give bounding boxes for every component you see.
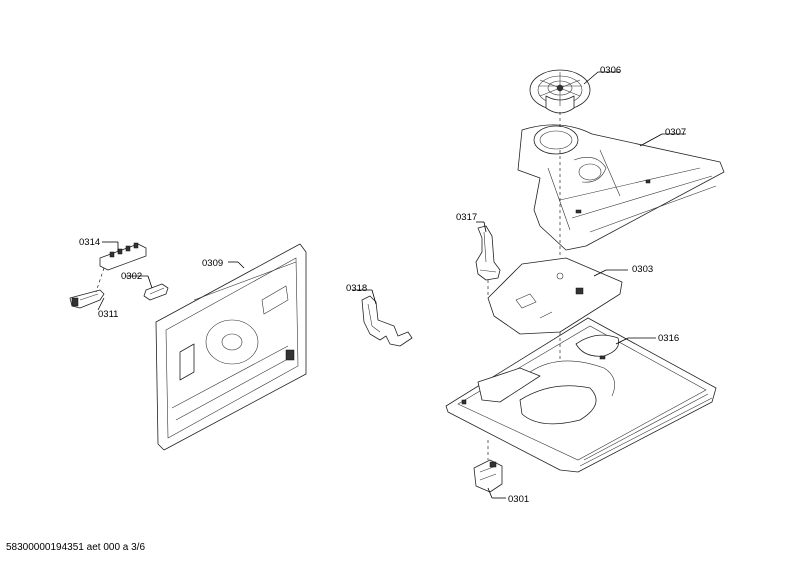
part-0301-connector[interactable] xyxy=(473,459,503,493)
label-0306: 0306 xyxy=(600,65,621,76)
alignment-lines xyxy=(95,112,561,460)
part-0311-sensor[interactable] xyxy=(69,289,105,309)
document-id: 58300000194351 aet 000 a 3/6 xyxy=(6,542,146,553)
part-0316-base-tray[interactable] xyxy=(445,317,717,473)
part-0309-back-panel[interactable] xyxy=(155,243,307,451)
label-0316: 0316 xyxy=(658,333,679,344)
part-0314-terminal-block[interactable] xyxy=(99,242,147,271)
label-0302: 0302 xyxy=(121,271,142,282)
label-0303: 0303 xyxy=(632,264,653,275)
part-0307-upper-duct[interactable] xyxy=(517,124,725,251)
part-0303-plate[interactable] xyxy=(487,257,623,335)
leader-lines xyxy=(97,71,686,499)
label-0301: 0301 xyxy=(508,494,529,505)
label-0317: 0317 xyxy=(456,212,477,223)
part-0317-bracket[interactable] xyxy=(475,225,501,281)
label-0314: 0314 xyxy=(79,237,100,248)
label-0311: 0311 xyxy=(98,309,118,320)
part-0318-side-bracket[interactable] xyxy=(361,295,413,347)
part-0306-fan-wheel[interactable] xyxy=(529,69,591,114)
label-0318: 0318 xyxy=(346,283,367,294)
part-0302-switch[interactable] xyxy=(143,283,169,301)
label-0307: 0307 xyxy=(665,127,686,138)
part-labels: 0306 0307 0317 0303 0316 0314 0302 0309 … xyxy=(79,65,686,505)
label-0309: 0309 xyxy=(202,258,223,269)
